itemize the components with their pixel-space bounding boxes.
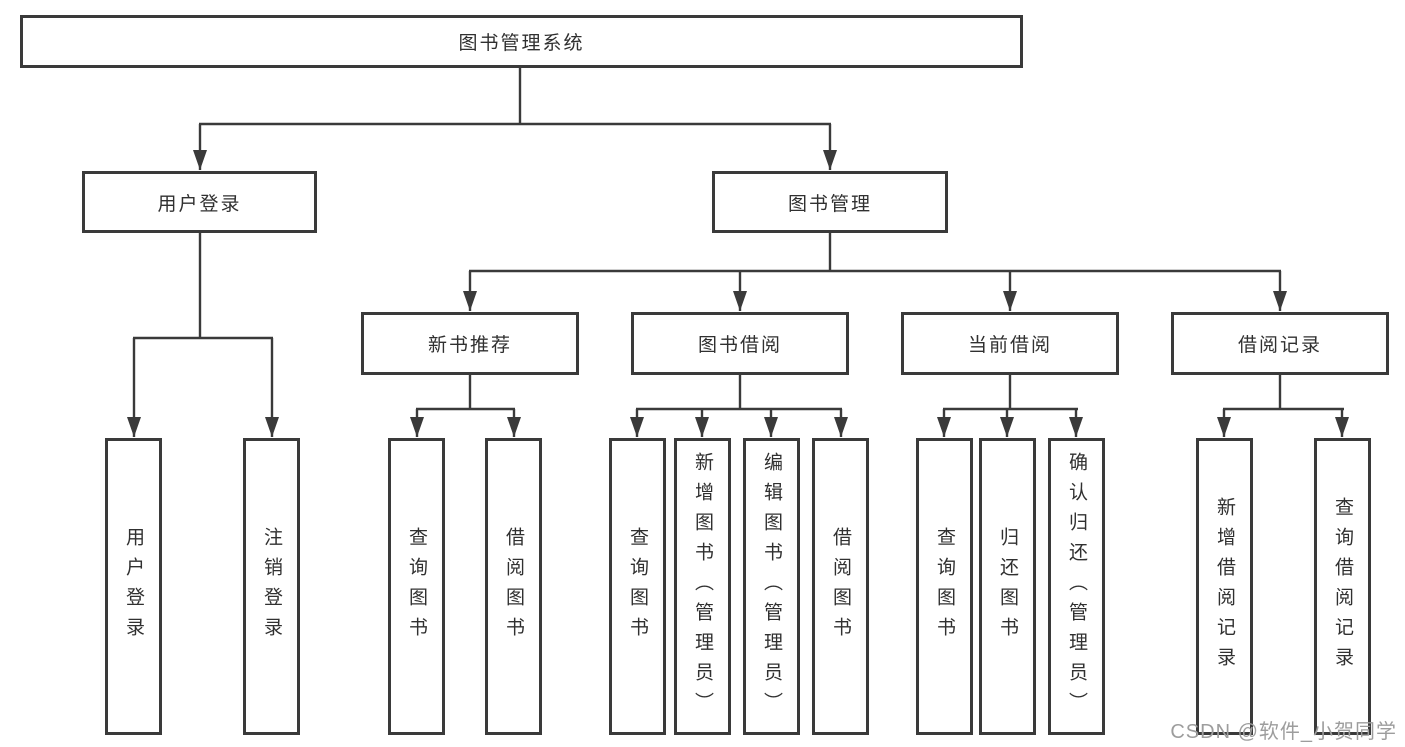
leaf-current-confirm-return-admin-label: 确认归还（管理员） xyxy=(1066,451,1087,722)
node-library-management-system-label: 图书管理系统 xyxy=(458,33,585,54)
leaf-records-query-record-label: 查询借阅记录 xyxy=(1332,496,1353,677)
leaf-newbook-query-books: 查询图书 xyxy=(388,438,445,735)
leaf-user-login-label: 用户登录 xyxy=(123,526,144,647)
node-new-book-recommendation: 新书推荐 xyxy=(361,312,579,375)
leaf-logout-label: 注销登录 xyxy=(261,526,282,647)
node-new-book-recommendation-label: 新书推荐 xyxy=(427,335,512,356)
leaf-borrowing-edit-books-admin: 编辑图书（管理员） xyxy=(743,438,800,735)
leaf-borrowing-query-books-label: 查询图书 xyxy=(627,526,648,647)
node-user-login-label: 用户登录 xyxy=(157,193,242,215)
csdn-watermark: CSDN @软件_小贺同学 xyxy=(1170,721,1397,743)
leaf-logout: 注销登录 xyxy=(243,438,300,735)
leaf-borrowing-add-books-admin-label: 新增图书（管理员） xyxy=(692,451,713,722)
node-borrowing-records-label: 借阅记录 xyxy=(1237,335,1322,356)
leaf-user-login: 用户登录 xyxy=(105,438,162,735)
leaf-records-query-record: 查询借阅记录 xyxy=(1314,438,1371,735)
leaf-borrowing-borrow-books: 借阅图书 xyxy=(812,438,869,735)
node-book-borrowing: 图书借阅 xyxy=(631,312,849,375)
node-current-borrowing: 当前借阅 xyxy=(901,312,1119,375)
leaf-records-add-record: 新增借阅记录 xyxy=(1196,438,1253,735)
leaf-borrowing-add-books-admin: 新增图书（管理员） xyxy=(674,438,731,735)
leaf-current-return-books: 归还图书 xyxy=(979,438,1036,735)
leaf-borrowing-borrow-books-label: 借阅图书 xyxy=(830,526,851,647)
leaf-current-query-books: 查询图书 xyxy=(916,438,973,735)
leaf-records-add-record-label: 新增借阅记录 xyxy=(1214,496,1235,677)
node-user-login: 用户登录 xyxy=(82,171,317,233)
leaf-borrowing-query-books: 查询图书 xyxy=(609,438,666,735)
leaf-newbook-borrow-books-label: 借阅图书 xyxy=(503,526,524,647)
node-book-management-label: 图书管理 xyxy=(787,193,872,215)
node-book-management: 图书管理 xyxy=(712,171,948,233)
leaf-current-confirm-return-admin: 确认归还（管理员） xyxy=(1048,438,1105,735)
leaf-current-query-books-label: 查询图书 xyxy=(934,526,955,647)
leaf-borrowing-edit-books-admin-label: 编辑图书（管理员） xyxy=(761,451,782,722)
leaf-current-return-books-label: 归还图书 xyxy=(997,526,1018,647)
leaf-newbook-borrow-books: 借阅图书 xyxy=(485,438,542,735)
leaf-newbook-query-books-label: 查询图书 xyxy=(406,526,427,647)
node-library-management-system: 图书管理系统 xyxy=(20,15,1023,68)
node-borrowing-records: 借阅记录 xyxy=(1171,312,1389,375)
node-book-borrowing-label: 图书借阅 xyxy=(697,335,782,356)
node-current-borrowing-label: 当前借阅 xyxy=(967,335,1052,356)
